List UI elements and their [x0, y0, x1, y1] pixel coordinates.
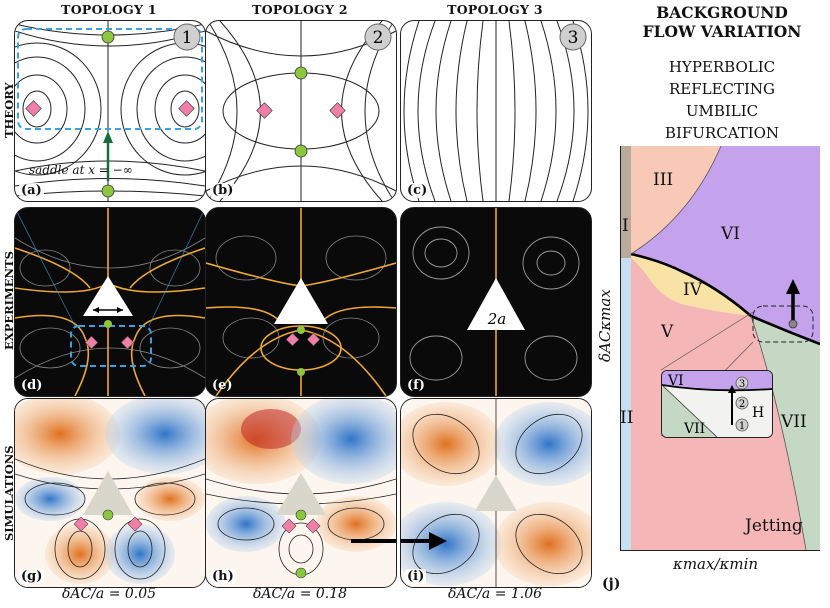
panel-d-experiment-topology-1: (d)	[14, 207, 206, 397]
bottom-label-g: δAC/a = 0.05	[61, 586, 157, 602]
simulation-field-i	[401, 399, 591, 587]
panel-e-experiment-topology-2: (e)	[205, 207, 397, 397]
right-title-line-1: BACKGROUND	[656, 3, 788, 22]
panel-label-h: (h)	[210, 569, 236, 584]
theory-streamlines-b: 2	[206, 21, 396, 201]
column-title-topology-3: TOPOLOGY 3	[447, 2, 543, 17]
region-label-IV: IV	[683, 280, 702, 300]
panel-f-experiment-topology-3: 2a (f)	[400, 207, 592, 397]
simulation-field-h	[206, 399, 396, 587]
panel-label-d: (d)	[21, 378, 43, 393]
panel-b-theory-topology-2: 2 (b)	[205, 20, 397, 202]
panel-c-theory-topology-3: 3 (c)	[400, 20, 592, 202]
experiment-streaklines-f: 2a	[409, 208, 580, 396]
inset-region-h: H	[752, 405, 764, 421]
region-label-I: I	[622, 216, 629, 236]
badge-topology-3: 3	[568, 28, 579, 48]
panel-label-e: (e)	[212, 378, 233, 393]
right-panel-title: BACKGROUND FLOW VARIATION	[624, 3, 820, 41]
bottom-label-i: δAC/a = 1.06	[447, 586, 543, 602]
right-title-line-2: FLOW VARIATION	[642, 22, 802, 41]
region-label-III: III	[653, 170, 674, 190]
phase-diagram-j: 3 2 1 VI H VII I II III IV V VI VII Jett…	[620, 146, 820, 551]
column-title-topology-2: TOPOLOGY 2	[252, 2, 348, 17]
panel-label-b: (b)	[210, 183, 236, 198]
phase-diagram-y-label: δACκmax	[596, 289, 614, 362]
inset-step-2: 2	[739, 399, 745, 410]
region-label-VII: VII	[781, 412, 807, 432]
experiment-streaklines-d	[15, 208, 205, 396]
theory-streamlines-c: 3	[403, 21, 589, 201]
flow-item-umbilic: UMBILIC	[685, 102, 759, 120]
inset-regions: 3 2 1 VI H VII	[662, 371, 772, 437]
saddle-annotation: saddle at x = −∞	[29, 163, 133, 177]
badge-topology-2: 2	[373, 28, 384, 48]
inset-region-vii: VII	[683, 421, 705, 437]
simulation-field-g	[15, 399, 205, 587]
region-label-II: II	[620, 408, 634, 428]
panel-i-simulation-topology-3: (i)	[400, 398, 592, 588]
column-title-topology-1: TOPOLOGY 1	[61, 2, 157, 17]
flow-item-bifurcation: BIFURCATION	[664, 124, 780, 142]
inset-region-vi: VI	[667, 373, 684, 389]
inset-step-1: 1	[739, 421, 745, 432]
panel-g-simulation-topology-1: (g)	[14, 398, 206, 588]
panel-label-c: (c)	[405, 183, 430, 198]
bifurcation-inset: 3 2 1 VI H VII	[661, 370, 773, 438]
phase-diagram-regions	[621, 146, 820, 550]
inset-step-3: 3	[739, 379, 745, 390]
badge-topology-1: 1	[182, 28, 193, 48]
region-label-jetting: Jetting	[745, 516, 803, 536]
region-label-VI: VI	[721, 224, 740, 244]
panel-label-j: (j)	[602, 576, 621, 592]
panel-label-g: (g)	[19, 569, 45, 584]
panel-label-f: (f)	[407, 378, 425, 393]
panel-a-theory-topology-1: 1 saddle at x = −∞ (a)	[14, 20, 206, 202]
flow-item-hyperbolic: HYPERBOLIC	[668, 58, 776, 76]
phase-diagram-x-label: κmax/κmin	[673, 555, 759, 573]
panel-label-i: (i)	[405, 569, 427, 584]
experiment-streaklines-e	[206, 208, 396, 396]
region-label-V: V	[661, 322, 674, 342]
panel-label-a: (a)	[19, 183, 44, 198]
size-label-2a: 2a	[487, 310, 507, 328]
bottom-label-h: δAC/a = 0.18	[252, 586, 348, 602]
background-flow-list: HYPERBOLIC REFLECTING UMBILIC BIFURCATIO…	[624, 56, 820, 144]
panel-h-simulation-topology-2: (h)	[205, 398, 397, 588]
flow-item-reflecting: REFLECTING	[668, 80, 776, 98]
